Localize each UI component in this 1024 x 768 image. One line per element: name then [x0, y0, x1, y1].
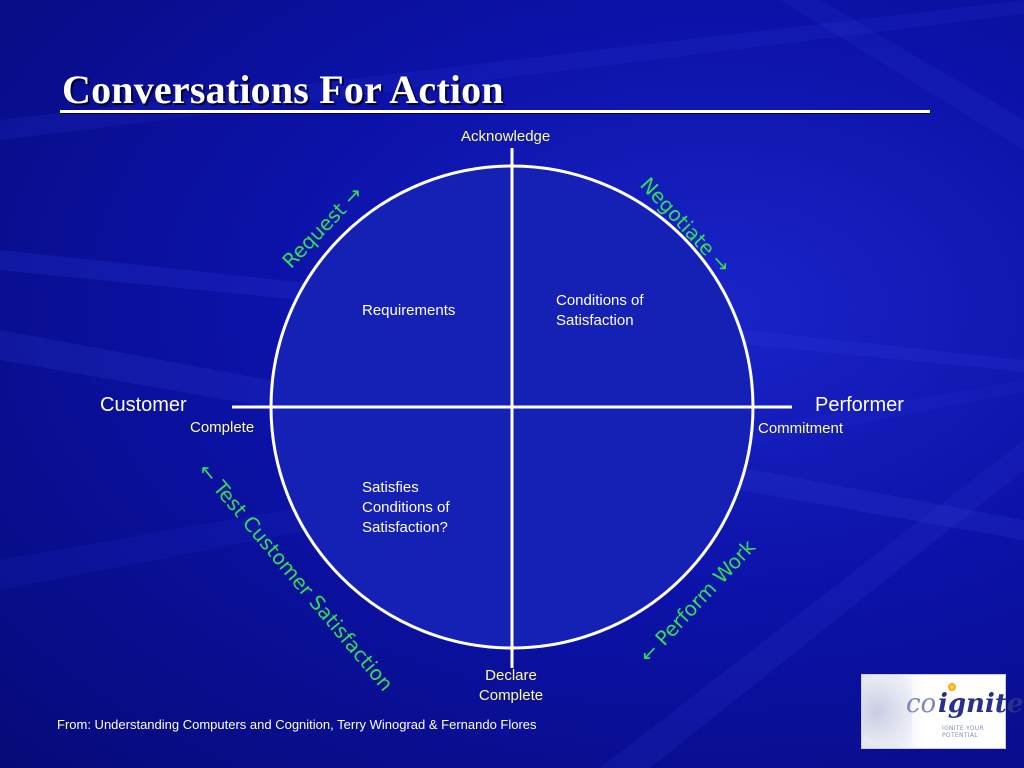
role-performer: Performer	[815, 394, 904, 416]
quadrant-top-right-line-1: Conditions of	[556, 292, 644, 309]
coignite-logo: co ignite IGNITE YOUR POTENTIAL	[861, 674, 1023, 749]
logo-face-graphic	[862, 675, 912, 748]
quadrant-conditions-of-satisfaction: Conditions of Satisfaction	[556, 291, 644, 331]
title-underline	[60, 110, 930, 113]
quadrant-requirements: Requirements	[362, 301, 455, 321]
slide-title: Conversations For Action	[62, 67, 504, 112]
quadrant-top-right-line-2: Satisfaction	[556, 312, 634, 329]
logo-spark-icon	[948, 683, 956, 691]
declare-complete-line-1: Declare	[485, 667, 537, 684]
declare-complete-line-2: Complete	[478, 687, 544, 704]
quadrant-bottom-left-line-2: Conditions of	[362, 499, 450, 516]
role-customer: Customer	[100, 394, 187, 416]
quadrant-top-left-line-1: Requirements	[362, 302, 456, 319]
quadrant-bottom-left-line-1: Satisfies	[362, 479, 419, 496]
source-citation: From: Understanding Computers and Cognit…	[57, 717, 537, 732]
quadrant-satisfies-conditions: Satisfies Conditions of Satisfaction?	[362, 478, 450, 538]
logo-ignite-text: ignite	[938, 689, 1024, 719]
logo-tagline: IGNITE YOUR POTENTIAL	[942, 725, 984, 739]
state-commitment: Commitment	[758, 420, 844, 437]
logo-co-text: co	[906, 689, 937, 719]
state-declare-complete: Declare Complete	[474, 666, 548, 706]
state-complete: Complete	[190, 419, 255, 436]
quadrant-bottom-left-line-3: Satisfaction?	[362, 519, 448, 536]
state-acknowledge: Acknowledge	[461, 128, 551, 145]
